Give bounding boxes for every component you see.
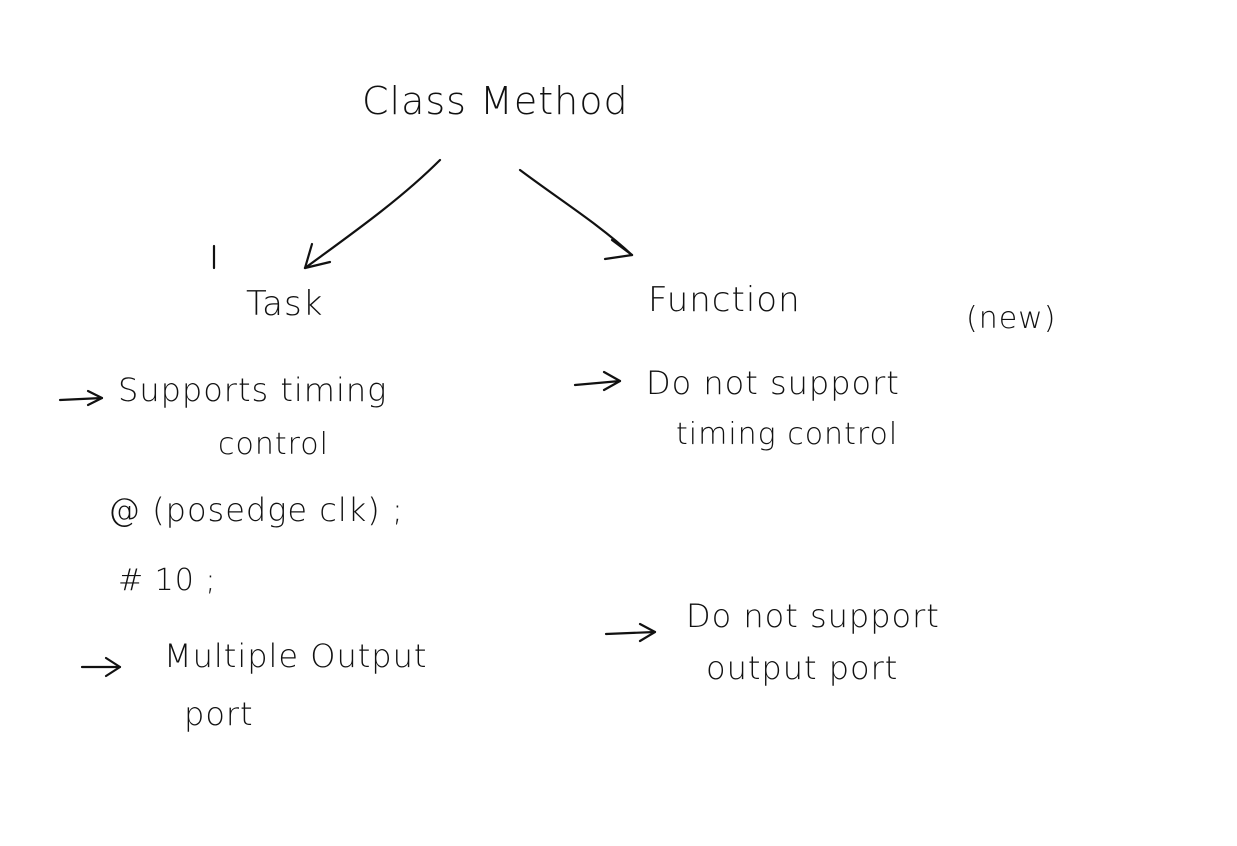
function-point-line: timing control xyxy=(676,417,899,452)
bullet-arrow-task-1 xyxy=(58,389,104,407)
function-point-line: Do not support xyxy=(646,364,900,402)
arrow-to-function xyxy=(518,168,634,261)
task-point-line: Multiple Output xyxy=(164,637,428,675)
task-code-line: @ (posedge clk) ; xyxy=(108,491,404,529)
function-node-label: Function xyxy=(648,280,801,320)
diagram-title: Class Method xyxy=(362,79,629,123)
bullet-arrow-function-1 xyxy=(573,370,622,392)
task-point-line: control xyxy=(218,427,329,462)
task-code-line: # 10 ; xyxy=(118,563,217,598)
task-point-line: port xyxy=(184,695,254,733)
task-point-line: Supports timing xyxy=(118,371,388,409)
bullet-arrow-task-2 xyxy=(80,656,122,678)
function-note: (new) xyxy=(966,301,1057,336)
arrow-to-task xyxy=(303,158,442,270)
bullet-arrow-function-2 xyxy=(604,622,657,643)
function-point-line: Do not support xyxy=(686,597,940,635)
task-node-label: Task xyxy=(246,284,324,324)
function-point-line: output port xyxy=(706,649,899,687)
